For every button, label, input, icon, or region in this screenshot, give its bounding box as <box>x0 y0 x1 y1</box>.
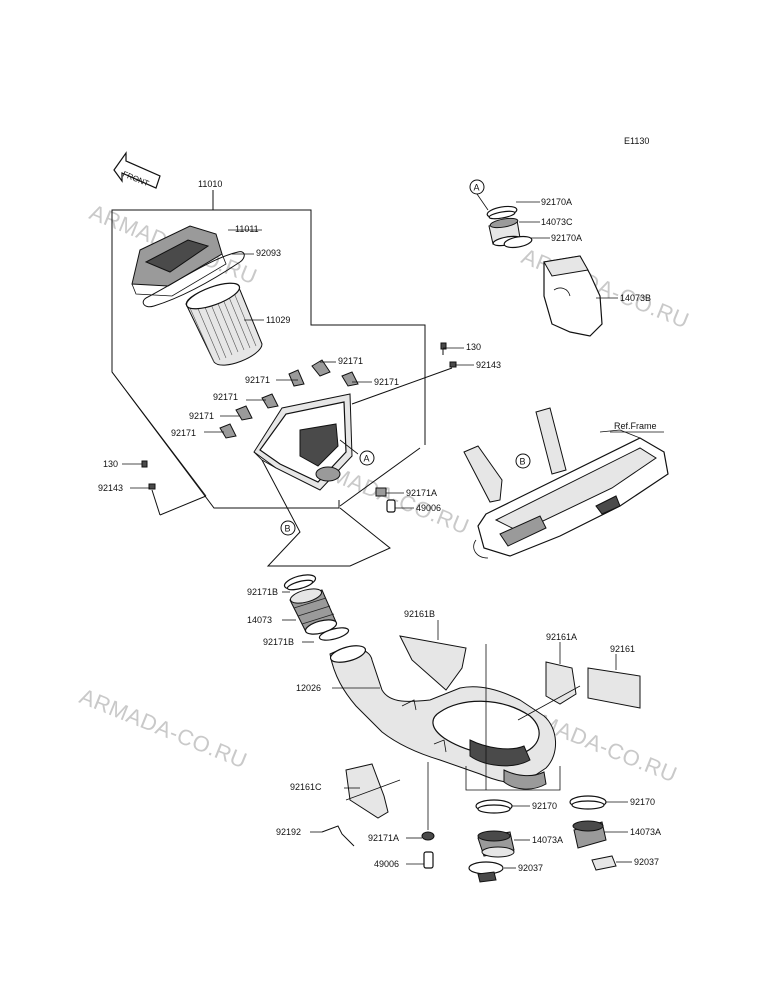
label-ref-frame: Ref.Frame <box>614 421 657 431</box>
callout-b-label-1: B <box>285 524 291 534</box>
clip-92171a-middle <box>375 487 396 513</box>
label-92161a: 92161A <box>546 632 577 642</box>
callout-a-top: A <box>469 179 489 211</box>
label-92192: 92192 <box>276 827 301 837</box>
label-92171-c: 92171 <box>374 377 399 387</box>
covers-92161 <box>345 635 641 819</box>
label-92037-1: 92037 <box>518 863 543 873</box>
label-92171-f: 92171 <box>171 428 196 438</box>
bottom-clip-49006 <box>406 762 435 869</box>
bolt-130-top <box>440 342 457 368</box>
clamp-92037-right <box>591 855 617 871</box>
label-92161c: 92161C <box>290 782 322 792</box>
label-92170a-1: 92170A <box>541 197 572 207</box>
clamp-92037-left <box>468 861 504 883</box>
label-92170-1: 92170 <box>532 801 557 811</box>
rod-92192 <box>310 825 355 847</box>
label-14073c: 14073C <box>541 217 573 227</box>
label-92170-2: 92170 <box>630 797 655 807</box>
label-92171a-middle: 92171A <box>406 488 437 498</box>
label-92171-d: 92171 <box>213 392 238 402</box>
label-14073b: 14073B <box>620 293 651 303</box>
watermark-4: ARMADA-CO.RU <box>76 683 251 773</box>
label-12026: 12026 <box>296 683 321 693</box>
filter-element-11029 <box>185 282 263 366</box>
callout-b-housing: B <box>280 520 296 536</box>
label-92171b-2: 92171B <box>263 637 294 647</box>
leader-lines <box>122 229 474 567</box>
assembly-bracket-11010 <box>111 190 426 509</box>
label-92143-left: 92143 <box>98 483 123 493</box>
boot-14073a-left <box>477 830 515 858</box>
intake-duct-12026 <box>329 645 557 790</box>
label-92037-2: 92037 <box>634 857 659 867</box>
callout-a-label-2: A <box>474 183 480 193</box>
gasket-92093 <box>142 251 245 308</box>
air-cleaner-housing <box>253 393 353 491</box>
part-labels: 11010 11011 92093 11029 92171 92171 9217… <box>98 179 661 873</box>
diagram-code: E1130 <box>624 136 649 146</box>
frame-reference <box>463 407 669 559</box>
callout-b-frame: B <box>515 453 531 469</box>
bottom-leader-lines <box>282 591 632 869</box>
label-92171a-bottom: 92171A <box>368 833 399 843</box>
label-92171-e: 92171 <box>189 411 214 421</box>
label-92161: 92161 <box>610 644 635 654</box>
label-11011: 11011 <box>235 224 259 234</box>
label-92143-top: 92143 <box>476 360 501 370</box>
label-92170a-2: 92170A <box>551 233 582 243</box>
label-14073a-2: 14073A <box>630 827 661 837</box>
label-130-top: 130 <box>466 342 481 352</box>
label-92161b: 92161B <box>404 609 435 619</box>
label-14073: 14073 <box>247 615 272 625</box>
clamp-92170-right <box>569 795 607 810</box>
label-92171-b: 92171 <box>245 375 270 385</box>
label-11010: 11010 <box>198 179 222 189</box>
duct-group-a <box>486 201 618 337</box>
callout-a-label-1: A <box>364 454 370 464</box>
label-92171-a: 92171 <box>338 356 363 366</box>
label-14073a-1: 14073A <box>532 835 563 845</box>
clamp-92170-left <box>475 799 513 814</box>
bolt-130-left <box>141 460 161 516</box>
label-11029: 11029 <box>266 315 290 325</box>
boot-14073a-right <box>572 820 607 849</box>
front-arrow-icon: FRONT <box>113 151 161 189</box>
label-92093: 92093 <box>256 248 281 258</box>
label-130-left: 130 <box>103 459 118 469</box>
label-49006-middle: 49006 <box>416 503 441 513</box>
cleaner-cover-11011 <box>131 225 227 297</box>
callout-b-label-2: B <box>520 457 526 467</box>
label-92171b-1: 92171B <box>247 587 278 597</box>
label-49006-bottom: 49006 <box>374 859 399 869</box>
clips-92171 <box>219 359 359 439</box>
callout-a-housing: A <box>359 450 375 466</box>
duct-boot-14073 <box>283 574 350 641</box>
